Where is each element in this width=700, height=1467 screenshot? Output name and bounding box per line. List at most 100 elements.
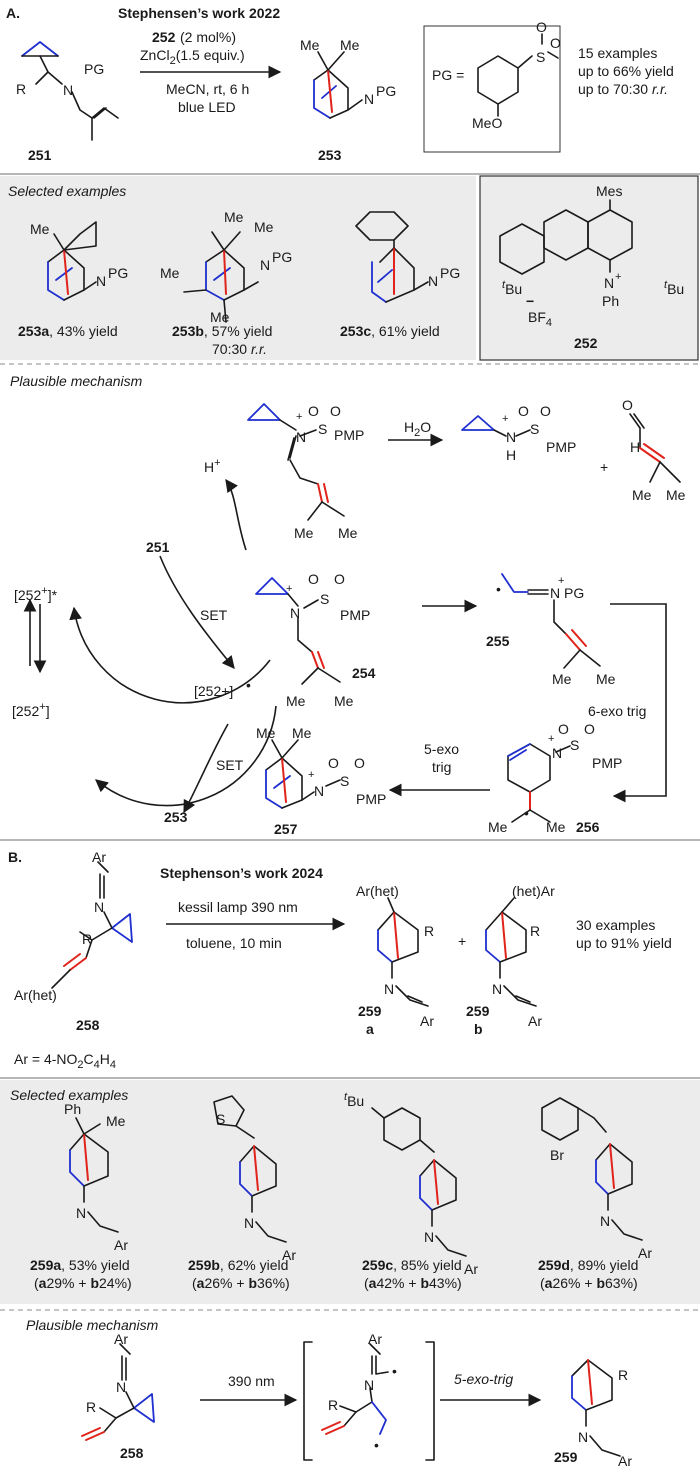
cyclized-256-structure xyxy=(507,743,571,823)
radical-cation-254-structure xyxy=(255,577,341,685)
ex259c-ratio: (a42% + b43%) xyxy=(364,1275,462,1291)
product-253-me1: Me xyxy=(300,37,320,53)
section-b-title: Stephenson’s work 2024 xyxy=(160,865,323,881)
radical-cation-257-structure xyxy=(265,739,341,809)
prenal-h: H xyxy=(630,439,640,455)
d255-radical-dot: • xyxy=(496,581,501,597)
example-253c-structure xyxy=(355,211,429,303)
h-plus-label: H+ xyxy=(204,457,221,475)
catalyst-ph: Ph xyxy=(602,293,619,309)
product-253-n: N xyxy=(364,91,374,107)
summary-b-line1: 30 examples xyxy=(576,917,655,933)
mech-light-label: 390 nm xyxy=(228,1373,275,1389)
example-253c-caption: 253c, 61% yield xyxy=(340,323,440,339)
cat-radical-label: [252+] xyxy=(194,683,233,699)
ex259d-ratio: (a26% + b63%) xyxy=(540,1275,638,1291)
ex259b-n: N xyxy=(244,1215,254,1231)
reactant-251-structure xyxy=(21,41,119,141)
ex259d-n: N xyxy=(600,1213,610,1229)
bracket-right xyxy=(425,1341,435,1461)
set-label-2: SET xyxy=(216,757,244,773)
iminium-s: S xyxy=(318,421,327,437)
sulfonamide-o1: O xyxy=(518,403,529,419)
c256-me2: Me xyxy=(546,819,566,835)
summary-b-line2: up to 91% yield xyxy=(576,935,672,951)
prenal-structure xyxy=(629,413,681,483)
mech258-n: N xyxy=(116,1379,126,1395)
d255-pg: PG xyxy=(564,585,584,601)
rc254-label: 254 xyxy=(352,665,376,681)
sulfonamide-n: N xyxy=(506,429,516,445)
rc257-n: N xyxy=(314,783,324,799)
mechanism-b-title: Plausible mechanism xyxy=(26,1317,159,1333)
rc257-o1: O xyxy=(328,755,339,771)
d255-n: N xyxy=(550,585,560,601)
biradical-dot-1: • xyxy=(392,1363,397,1379)
example-253b-pg: PG xyxy=(272,249,292,265)
example-259d-structure xyxy=(541,1097,643,1241)
p259b-hetar: (het)Ar xyxy=(512,883,555,899)
iminium-o1: O xyxy=(308,403,319,419)
catalyst-252-label: 252 xyxy=(574,335,598,351)
example-253b-me1: Me xyxy=(224,209,244,225)
section-b-letter: B. xyxy=(8,849,22,865)
summary-a-line2: up to 66% yield xyxy=(578,63,674,79)
c256-o1: O xyxy=(558,721,569,737)
r258-r: R xyxy=(82,931,92,947)
biradical-structure xyxy=(321,1343,389,1435)
example-259c-structure xyxy=(371,1107,467,1257)
example-253b-me4: Me xyxy=(210,309,230,325)
example-259a-structure xyxy=(69,1117,119,1233)
mech-258-structure xyxy=(81,1343,155,1441)
mech259-label: 259 xyxy=(554,1449,578,1465)
product-259a-structure xyxy=(377,897,429,1007)
example-253b-me3: Me xyxy=(160,265,180,281)
ex259d-caption: 259d, 89% yield xyxy=(538,1257,638,1273)
set-arrow-2 xyxy=(183,723,229,814)
example-253b-n: N xyxy=(260,257,270,273)
example-253a-caption: 253a, 43% yield xyxy=(18,323,118,339)
p259a-r: R xyxy=(424,923,434,939)
c256-o2: O xyxy=(584,721,595,737)
c256-dot: • xyxy=(524,805,529,821)
cycle-251-label: 251 xyxy=(146,539,170,555)
example-253a-structure xyxy=(47,221,97,301)
ex259c-tbu: tBu xyxy=(344,1091,364,1109)
example-253b-me2: Me xyxy=(254,219,274,235)
ex259c-ar: Ar xyxy=(464,1261,478,1277)
c256-label: 256 xyxy=(576,819,600,835)
rc254-n: N xyxy=(290,605,300,621)
iminium-intermediate-structure xyxy=(247,403,345,521)
example-253a-me: Me xyxy=(30,221,50,237)
c256-me1: Me xyxy=(488,819,508,835)
ex259a-n: N xyxy=(76,1205,86,1221)
c256-plus: + xyxy=(548,733,554,745)
condition-kessil: kessil lamp 390 nm xyxy=(178,899,298,915)
p259b-r: R xyxy=(530,923,540,939)
rc257-plus: + xyxy=(308,769,314,781)
plus-sign-b: + xyxy=(458,933,466,949)
sulfonamide-pmp: PMP xyxy=(546,439,576,455)
six-exo-arrow xyxy=(610,603,667,803)
biradical-n: N xyxy=(364,1377,374,1393)
rc257-label: 257 xyxy=(274,821,298,837)
c256-s: S xyxy=(570,737,579,753)
iminium-n: N xyxy=(296,429,306,445)
mech258-r: R xyxy=(86,1399,96,1415)
rc257-me1: Me xyxy=(256,725,276,741)
mech259-n: N xyxy=(578,1429,588,1445)
cat-radical-dot: • xyxy=(246,677,251,693)
mech259-ar: Ar xyxy=(618,1453,632,1467)
rc254-me1: Me xyxy=(286,693,306,709)
catalyst-252-structure xyxy=(499,199,633,275)
catalyst-n: N xyxy=(604,275,614,291)
five-exo-label-1: 5-exo xyxy=(424,741,459,757)
p259a-arhet: Ar(het) xyxy=(356,883,399,899)
reactant-251-n: N xyxy=(63,82,73,98)
r258-ar: Ar xyxy=(92,849,106,865)
example-259b-structure xyxy=(213,1095,287,1243)
reactant-258-structure xyxy=(51,861,133,989)
mech-5exo-label: 5-exo-trig xyxy=(454,1371,513,1387)
p259a-ar: Ar xyxy=(420,1013,434,1029)
d255-label: 255 xyxy=(486,633,510,649)
